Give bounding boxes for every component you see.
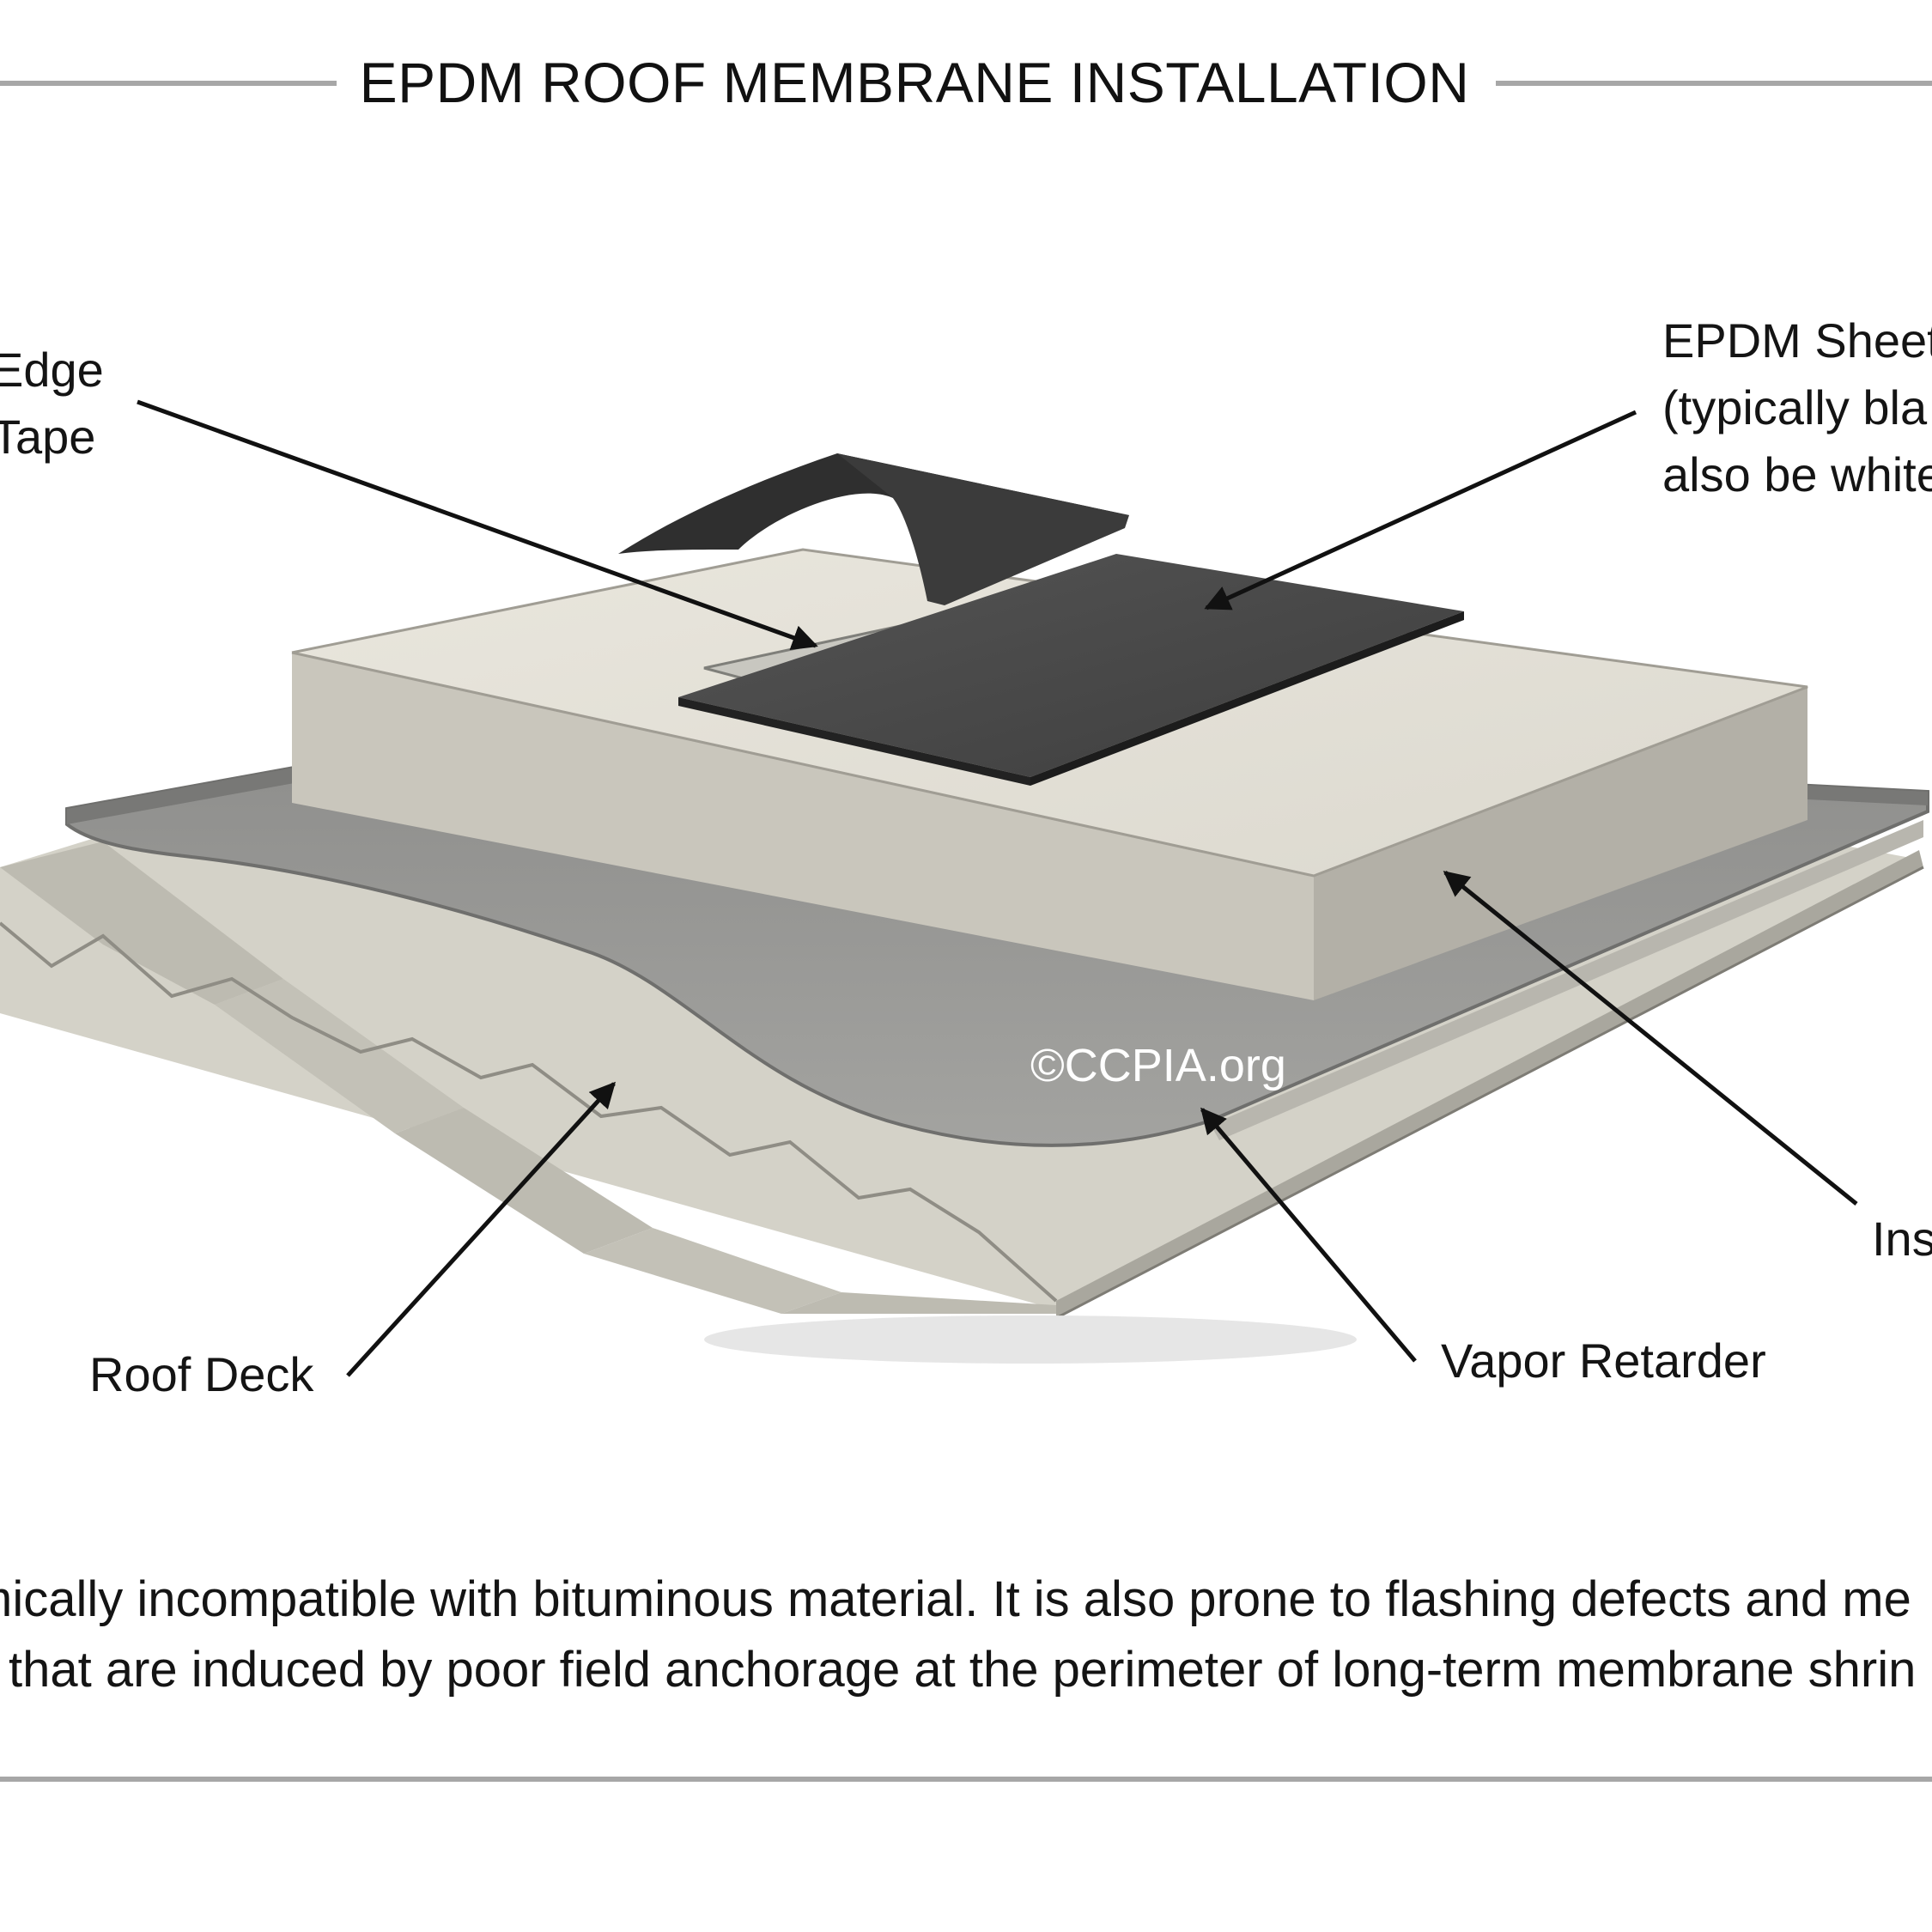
caption-line-1: mically incompatible with bituminous mat… (0, 1571, 1911, 1627)
epdm-sheet-label-line-1: EPDM Sheet (1662, 313, 1932, 368)
edge-tape-label-line-2: Tape (0, 410, 96, 464)
watermark: ©CCPIA.org (1030, 1040, 1286, 1091)
caption-line-2: that are induced by poor field anchorage… (9, 1642, 1917, 1698)
insulation-label: Ins (1872, 1212, 1932, 1266)
epdm-sheet-label-line-2: (typically bla (1662, 380, 1928, 434)
vapor-retarder-label: Vapor Retarder (1441, 1334, 1766, 1388)
leader-lines (137, 399, 1858, 1377)
epdm-sheet-label-line-3: also be white (1662, 447, 1932, 501)
epdm-sheet-leader (1204, 410, 1637, 611)
page-title: EPDM ROOF MEMBRANE INSTALLATION (359, 51, 1470, 114)
title-rule-right (1496, 81, 1932, 86)
edge-tape-leader (137, 399, 818, 650)
edge-tape-label-line-1: Edge (0, 343, 104, 397)
epdm-sheet-layer (618, 453, 1464, 786)
caption: mically incompatible with bituminous mat… (0, 1564, 1932, 1705)
edge-tape-label: Edge Tape (0, 337, 104, 471)
insulation-leader (1443, 871, 1858, 1206)
title-rule-left (0, 81, 337, 86)
roof-deck-label: Roof Deck (89, 1347, 314, 1401)
epdm-sheet-label: EPDM Sheet (typically bla also be white (1662, 307, 1932, 508)
vapor-retarder-leader (1200, 1107, 1417, 1363)
roof-deck-leader (346, 1081, 617, 1377)
footer-rule (0, 1777, 1932, 1782)
